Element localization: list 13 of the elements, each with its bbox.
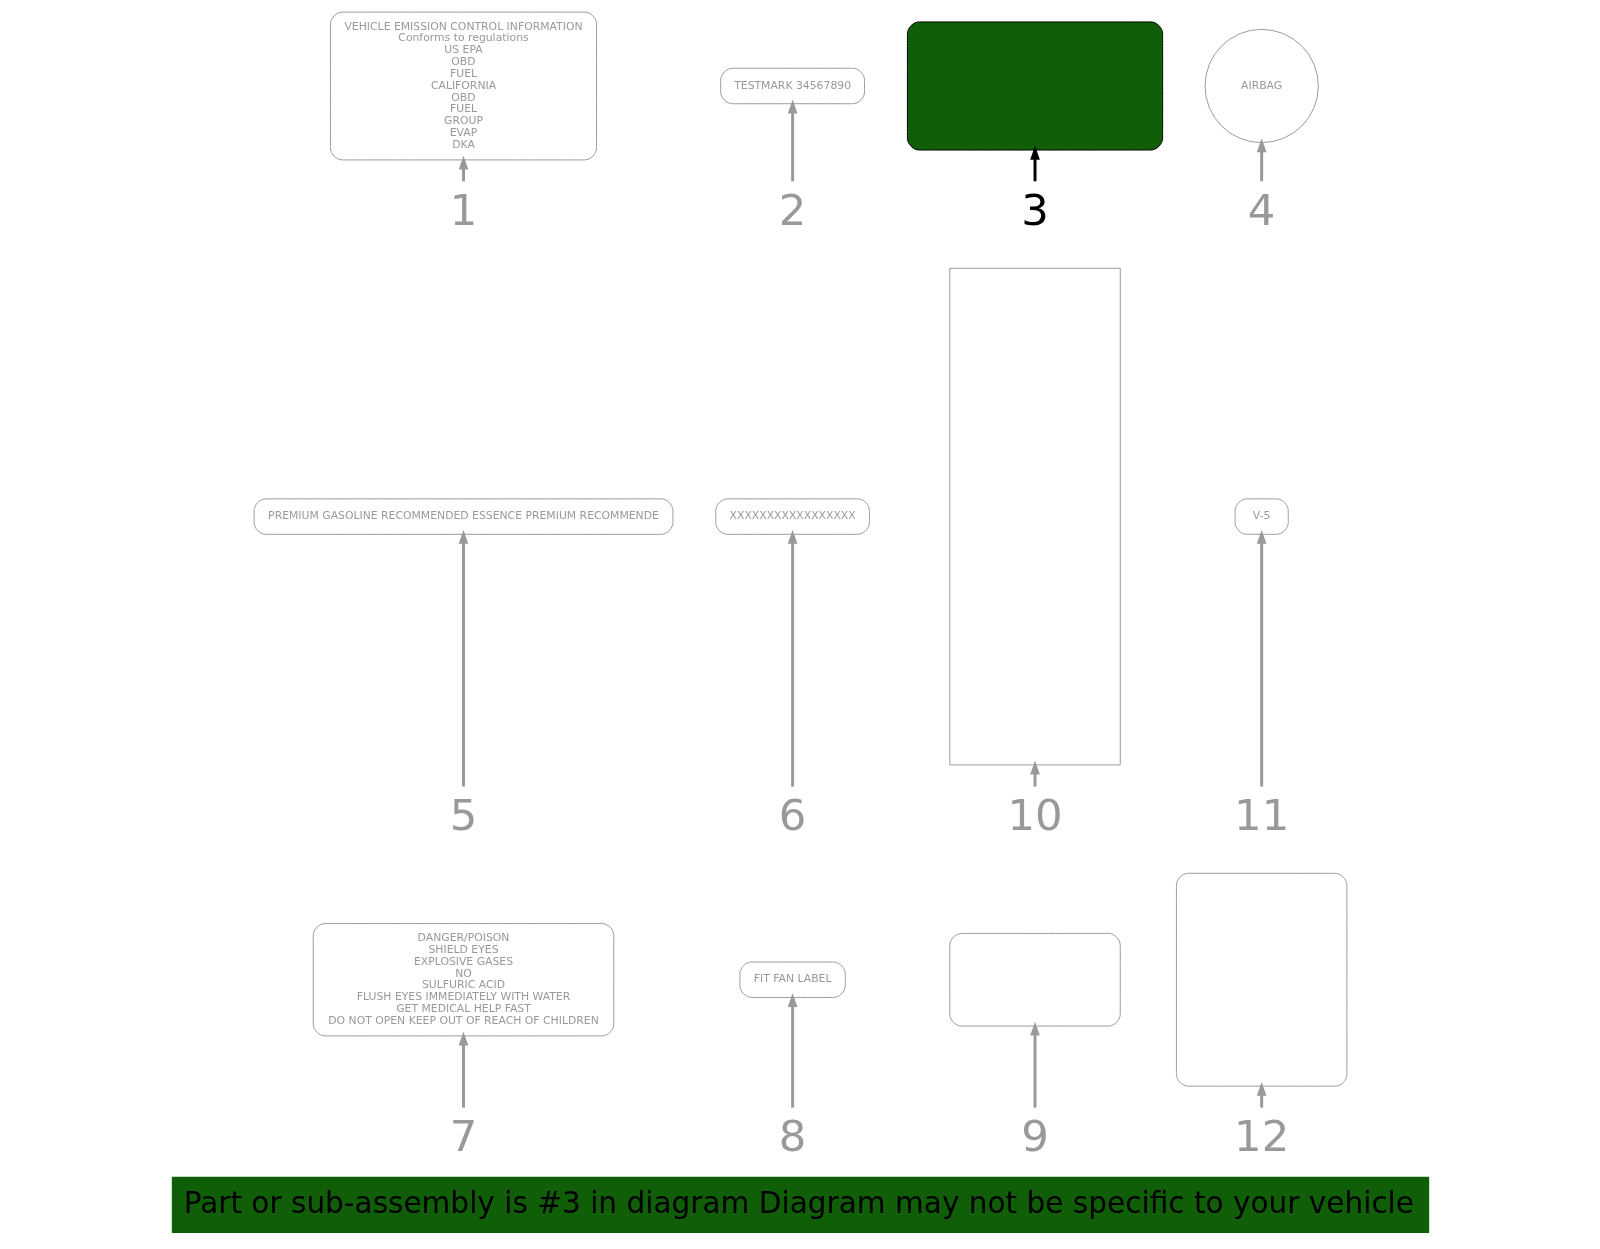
node-text: 10	[1006, 790, 1063, 841]
node-text: 4	[1247, 185, 1275, 236]
node-text: 1	[449, 185, 477, 236]
node-text: 12	[1233, 1111, 1289, 1162]
node-text: 7	[449, 1111, 477, 1162]
node-text: 6	[778, 790, 806, 841]
node-text: 2	[778, 185, 806, 236]
node-text: 8	[778, 1111, 806, 1162]
node-text: 3	[1020, 185, 1049, 236]
node-text: 5	[449, 790, 477, 841]
node-text: 9	[1020, 1111, 1049, 1162]
node-text: 11	[1233, 790, 1289, 841]
caption: Part or sub-assembly is #3 in diagram Diagram may not be specific to your vehicle	[183, 1185, 1414, 1220]
